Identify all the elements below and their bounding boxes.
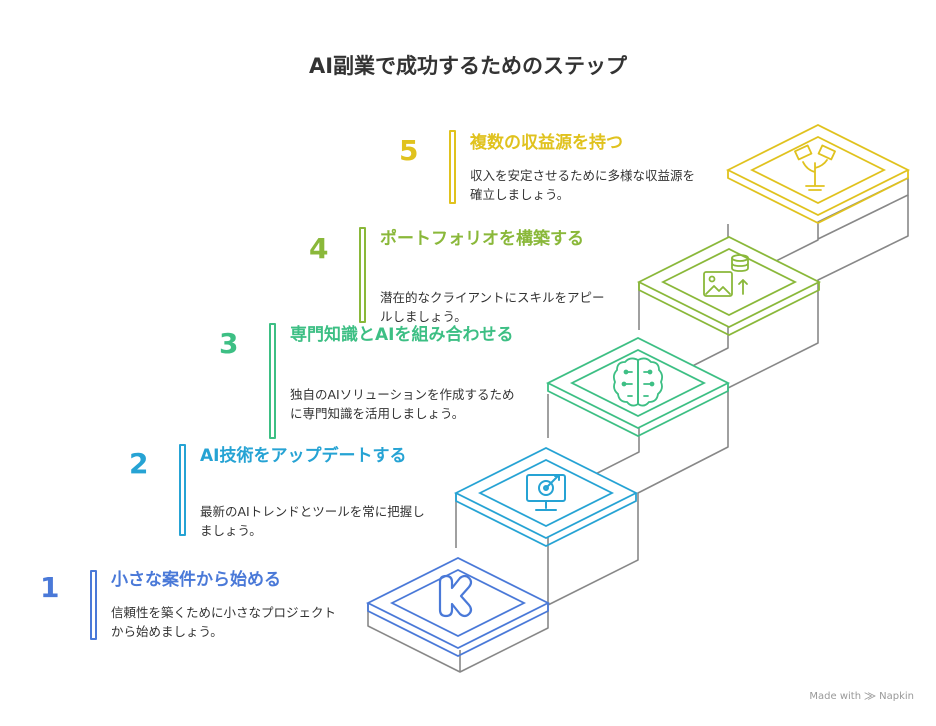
step-5-title: 複数の収益源を持つ (470, 133, 623, 153)
brain-circuit-icon (612, 357, 664, 407)
step-3-bar (269, 323, 276, 439)
napkin-logo-icon: ⨠ (864, 691, 876, 702)
step-1-number: 1 (40, 571, 60, 604)
step-5-bar (449, 130, 456, 204)
step-1-description: 信頼性を築くために小さなプロジェクトから始めましょう。 (111, 605, 337, 639)
image-database-icon (703, 254, 749, 297)
step-3-description: 独自のAIソリューションを作成するために専門知識を活用しましょう。 (290, 387, 515, 421)
page-title: AI副業で成功するためのステップ (308, 54, 628, 78)
step-1-bar (90, 570, 97, 640)
step-1-title: 小さな案件から始める (111, 570, 281, 590)
step-4-bar (359, 227, 366, 323)
step-2-tile (453, 446, 639, 548)
step-5-tile (725, 123, 911, 225)
step-2-bar (179, 444, 186, 536)
brand-label: Napkin (879, 691, 914, 702)
k-shape-icon (438, 574, 473, 618)
step-5-description: 収入を安定させるために多様な収益源を確立しましょう。 (470, 168, 696, 202)
step-2-title: AI技術をアップデートする (200, 446, 407, 466)
step-1-tile (365, 556, 551, 658)
step-3-number: 3 (219, 327, 239, 360)
step-2-description: 最新のAIトレンドとツールを常に把握しましょう。 (200, 504, 425, 538)
step-3-title: 専門知識とAIを組み合わせる (290, 325, 514, 345)
step-5-number: 5 (399, 134, 419, 167)
step-2-number: 2 (129, 447, 149, 480)
step-4-number: 4 (309, 232, 329, 265)
footer-credit: Made with ⨠ Napkin (809, 691, 914, 702)
made-with-label: Made with (809, 691, 862, 702)
monitor-target-icon (526, 474, 566, 511)
step-4-tile (636, 235, 822, 337)
step-4-title: ポートフォリオを構築する (380, 229, 584, 249)
money-plant-icon (794, 144, 836, 191)
step-4-description: 潜在的なクライアントにスキルをアピールしましょう。 (380, 290, 605, 324)
